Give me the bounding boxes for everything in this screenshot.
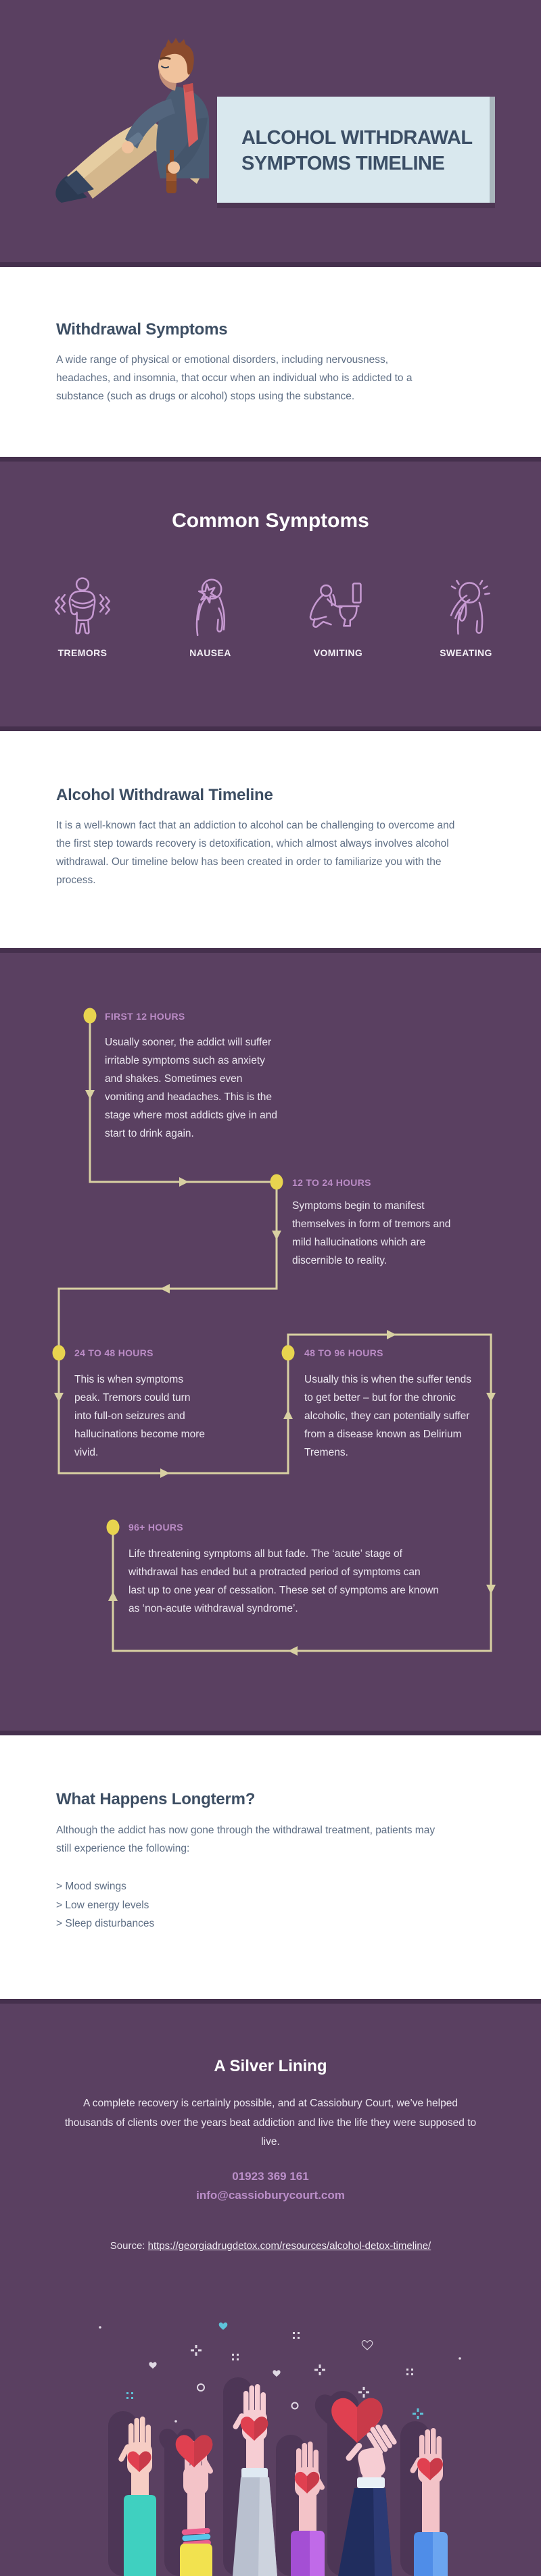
longterm-section: What Happens Longterm? Although the addi… <box>0 1735 541 1999</box>
timeline-stage-label: 24 TO 48 HOURS <box>74 1347 154 1358</box>
timeline-stage-body: Symptoms begin to manifest themselves in… <box>292 1200 451 1266</box>
section-heading: Withdrawal Symptoms <box>56 320 228 339</box>
timeline-stage-label: 96+ HOURS <box>128 1522 183 1533</box>
phone-number: 01923 369 161 <box>232 2170 309 2183</box>
man-with-bottle-illustration <box>55 38 209 203</box>
list-item: > Mood swings <box>56 1881 126 1892</box>
symptom-label-tremors: TREMORS <box>57 647 108 658</box>
section-heading: Common Symptoms <box>172 510 369 532</box>
longterm-list: > Mood swings > Low energy levels > Slee… <box>56 1877 154 1933</box>
source-line: Source: https://georgiadrugdetox.com/res… <box>0 2240 541 2252</box>
contact-block: 01923 369 161 info@cassioburycourt.com <box>0 2167 541 2205</box>
divider <box>0 262 541 267</box>
section-body: It is a well-known fact that an addictio… <box>56 820 455 886</box>
symptom-label-vomiting: VOMITING <box>313 647 363 658</box>
raised-hand-6 <box>410 2428 448 2576</box>
divider <box>0 726 541 731</box>
raised-hand-4 <box>291 2442 325 2576</box>
email-address: info@cassioburycourt.com <box>196 2189 345 2202</box>
timeline-stage-label: 48 TO 96 HOURS <box>304 1347 383 1358</box>
title-card: ALCOHOL WITHDRAWAL SYMPTOMS TIMELINE <box>217 97 495 203</box>
section-body: Although the addict has now gone through… <box>56 1825 436 1854</box>
source-prefix: Source: <box>110 2240 148 2252</box>
timeline-stage-body: This is when symptoms peak. Tremors coul… <box>74 1374 205 1458</box>
header-section: ALCOHOL WITHDRAWAL SYMPTOMS TIMELINE <box>0 0 541 267</box>
timeline-intro-section: Alcohol Withdrawal Timeline It is a well… <box>0 731 541 948</box>
page-title-line1: ALCOHOL WITHDRAWAL <box>241 127 473 149</box>
hands-holding-hearts-illustration <box>99 2322 461 2576</box>
divider <box>0 457 541 462</box>
raised-hand-5 <box>331 2398 397 2576</box>
section-heading: What Happens Longterm? <box>56 1790 256 1808</box>
page-title-line2: SYMPTOMS TIMELINE <box>241 153 445 174</box>
footer-section: A Silver Lining A complete recovery is c… <box>0 1999 541 2576</box>
nausea-icon <box>195 578 225 637</box>
raised-hand-3 <box>233 2384 277 2576</box>
sweating-icon <box>450 580 490 635</box>
timeline-stage-body: Life threatening symptoms all but fade. … <box>128 1548 439 1614</box>
timeline-stage-label: 12 TO 24 HOURS <box>292 1177 371 1188</box>
timeline-stage-body: Usually sooner, the addict will suffer i… <box>105 1037 278 1139</box>
source-link[interactable]: https://georgiadrugdetox.com/resources/a… <box>147 2240 431 2252</box>
list-item: > Low energy levels <box>56 1899 149 1911</box>
footer-heading: A Silver Lining <box>214 2057 327 2075</box>
common-symptoms-section: Common Symptoms <box>0 457 541 731</box>
divider <box>0 1999 541 2004</box>
withdrawal-symptoms-section: Withdrawal Symptoms A wide range of phys… <box>0 267 541 457</box>
section-heading: Alcohol Withdrawal Timeline <box>56 786 273 804</box>
raised-hand-1 <box>118 2417 156 2576</box>
timeline-section: FIRST 12 HOURS Usually sooner, the addic… <box>0 948 541 1735</box>
symptom-label-nausea: NAUSEA <box>189 647 231 658</box>
section-body: A wide range of physical or emotional di… <box>56 354 413 402</box>
sparkle-decorations <box>99 2322 461 2423</box>
symptom-label-sweating: SWEATING <box>440 647 492 658</box>
list-item: > Sleep disturbances <box>56 1918 155 1929</box>
divider <box>0 1731 541 1735</box>
timeline-connector-graphic <box>52 1008 496 1656</box>
timeline-stage-body: Usually this is when the suffer tends to… <box>304 1374 471 1458</box>
divider <box>0 948 541 953</box>
raised-hand-2 <box>175 2435 213 2576</box>
vomiting-icon <box>309 583 362 628</box>
timeline-stage-label: FIRST 12 HOURS <box>105 1011 185 1022</box>
tremors-icon <box>54 577 111 635</box>
footer-body: A complete recovery is certainly possibl… <box>64 2098 477 2148</box>
